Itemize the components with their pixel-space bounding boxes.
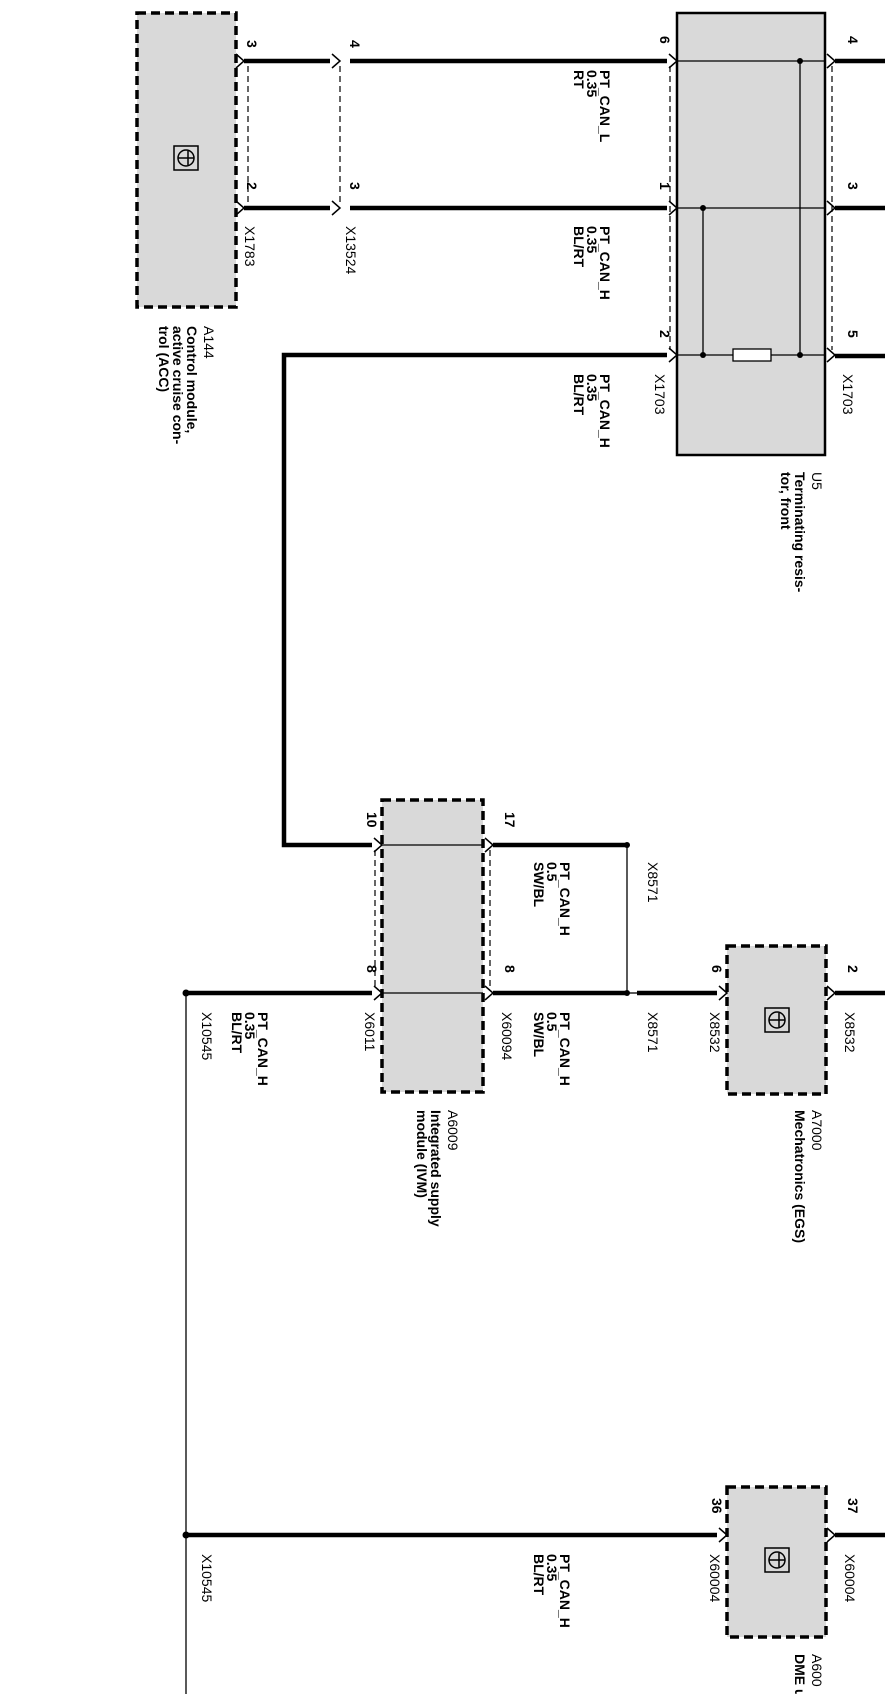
wire-label-w2: PT_CAN_H 0.35 BL/RT — [571, 226, 613, 300]
pin-label: 2 — [657, 330, 673, 338]
pin-label: 3 — [244, 40, 260, 48]
module-label-a144: A144 Control module,active cruise con-tr… — [156, 326, 217, 445]
svg-text:SW/BL: SW/BL — [531, 1012, 547, 1058]
svg-text:0.35: 0.35 — [584, 70, 600, 97]
control-unit-icon — [764, 1547, 790, 1573]
connector-label: X60094 — [499, 1012, 515, 1060]
control-unit-icon — [764, 1007, 790, 1033]
svg-text:Mechatronics (EGS): Mechatronics (EGS) — [792, 1110, 808, 1243]
svg-text:A600: A600 — [809, 1654, 825, 1687]
module-a6009-box — [380, 798, 485, 1094]
wire-label-w6: PT_CAN_H 0.35 BL/RT — [229, 1012, 271, 1086]
wire-label-w4: PT_CAN_H 0.5 SW/BL — [531, 862, 573, 936]
svg-text:0.35: 0.35 — [544, 1554, 560, 1581]
svg-text:PT_CAN_H: PT_CAN_H — [597, 226, 613, 300]
connector-label: X8571 — [645, 1012, 661, 1053]
module-label-u5: U5 Terminating resis-tor, front — [778, 472, 825, 593]
svg-text:PT_CAN_H: PT_CAN_H — [255, 1012, 271, 1086]
pin-label: 8 — [364, 965, 380, 973]
svg-text:RT: RT — [571, 70, 587, 89]
module-label-a7000: A7000 Mechatronics (EGS) — [792, 1110, 825, 1243]
svg-text:A6009: A6009 — [445, 1110, 461, 1151]
connector-label: X10545 — [199, 1554, 215, 1602]
pin-label: 17 — [502, 812, 518, 828]
pin-label: 4 — [347, 40, 363, 48]
svg-text:Terminating resis-tor, front: Terminating resis-tor, front — [778, 472, 808, 593]
wires — [186, 58, 885, 1538]
connector-label: X8571 — [645, 862, 661, 903]
svg-text:DME ule: DME ule — [792, 1654, 808, 1694]
module-a144-box — [135, 11, 238, 309]
svg-text:0.5: 0.5 — [544, 1012, 560, 1032]
pin-label: 3 — [845, 182, 861, 190]
connector-label: X8532 — [707, 1012, 723, 1053]
connector-label: X60004 — [707, 1554, 723, 1602]
module-label-a600: A600 DME ule — [792, 1654, 825, 1694]
pin-label: 8 — [502, 965, 518, 973]
connector-label: X1703 — [840, 374, 856, 415]
pin-label: 10 — [364, 812, 380, 828]
wire-label-w1: PT_CAN_L 0.35 RT — [571, 70, 613, 143]
connector-label: X1703 — [652, 374, 668, 415]
pin-label: 3 — [347, 182, 363, 190]
pin-label: 1 — [657, 182, 673, 190]
svg-text:PT_CAN_H: PT_CAN_H — [557, 1554, 573, 1628]
wire-label-w5: PT_CAN_H 0.5 SW/BL — [531, 1012, 573, 1086]
svg-text:U5: U5 — [809, 472, 825, 490]
connector-label: X8532 — [842, 1012, 858, 1053]
connector-label: X10545 — [199, 1012, 215, 1060]
pin-label: 2 — [244, 182, 260, 190]
connector-label: X13524 — [343, 226, 359, 274]
svg-text:A144: A144 — [201, 326, 217, 359]
svg-text:BL/RT: BL/RT — [571, 226, 587, 268]
svg-text:PT_CAN_H: PT_CAN_H — [597, 374, 613, 448]
svg-text:A7000: A7000 — [809, 1110, 825, 1151]
wire-label-w3: PT_CAN_H 0.35 BL/RT — [571, 374, 613, 448]
svg-text:0.35: 0.35 — [584, 374, 600, 401]
module-a600-box — [725, 1485, 828, 1639]
svg-text:0.5: 0.5 — [544, 862, 560, 882]
svg-text:SW/BL: SW/BL — [531, 862, 547, 908]
connector-label: X6011 — [362, 1012, 378, 1052]
wire-label-w7: PT_CAN_H 0.35 BL/RT — [531, 1554, 573, 1628]
svg-text:Control module,active cruise c: Control module,active cruise con-trol (A… — [156, 326, 200, 445]
pin-label: 5 — [845, 330, 861, 338]
control-unit-icon — [173, 145, 199, 171]
module-label-a6009: A6009 Integrated supplymodule (IVM) — [414, 1110, 461, 1227]
pin-label: 2 — [845, 965, 861, 973]
svg-text:BL/RT: BL/RT — [229, 1012, 245, 1054]
pin-label: 4 — [845, 36, 861, 44]
pin-label: 6 — [657, 36, 673, 44]
pin-label: 6 — [709, 965, 725, 973]
connector-label: X60004 — [842, 1554, 858, 1602]
svg-text:PT_CAN_H: PT_CAN_H — [557, 1012, 573, 1086]
connector-label: X1783 — [242, 226, 258, 267]
terminating-resistor-circuit — [669, 58, 833, 362]
module-u5-box — [675, 11, 827, 457]
svg-text:PT_CAN_H: PT_CAN_H — [557, 862, 573, 936]
svg-text:PT_CAN_L: PT_CAN_L — [597, 70, 613, 143]
svg-text:0.35: 0.35 — [242, 1012, 258, 1039]
pin-label: 37 — [845, 1498, 861, 1514]
svg-text:Integrated supplymodule (IVM): Integrated supplymodule (IVM) — [414, 1110, 444, 1227]
svg-text:BL/RT: BL/RT — [531, 1554, 547, 1596]
svg-text:0.35: 0.35 — [584, 226, 600, 253]
pin-label: 36 — [709, 1498, 725, 1514]
svg-text:BL/RT: BL/RT — [571, 374, 587, 416]
connector-marks — [235, 53, 837, 1543]
